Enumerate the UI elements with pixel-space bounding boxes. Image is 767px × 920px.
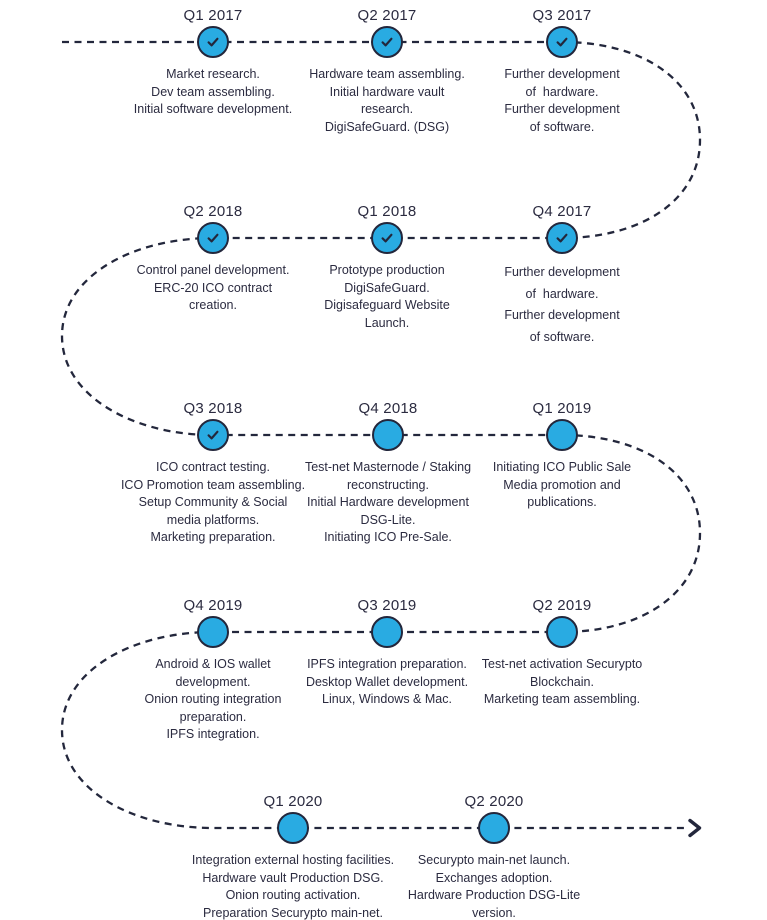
check-icon bbox=[381, 233, 393, 243]
milestone-marker bbox=[197, 419, 229, 451]
check-icon bbox=[207, 430, 219, 440]
milestone-marker bbox=[546, 419, 578, 451]
check-icon bbox=[207, 233, 219, 243]
check-icon bbox=[381, 37, 393, 47]
milestone-marker bbox=[197, 222, 229, 254]
arrow-right-icon bbox=[688, 818, 702, 838]
milestone-description: Integration external hosting facilities.… bbox=[191, 853, 395, 920]
quarter-label: Q1 2019 bbox=[532, 400, 592, 417]
milestone-marker bbox=[371, 616, 403, 648]
quarter-label: Q2 2018 bbox=[183, 203, 243, 220]
quarter-label: Q1 2018 bbox=[357, 203, 417, 220]
milestone-description: Android & IOS wallet development. Onion … bbox=[144, 657, 282, 741]
milestone-marker bbox=[546, 222, 578, 254]
milestone-description: ICO contract testing. ICO Promotion team… bbox=[120, 460, 306, 544]
check-icon bbox=[556, 233, 568, 243]
milestone-marker bbox=[546, 26, 578, 58]
quarter-label: Q1 2020 bbox=[263, 793, 323, 810]
quarter-label: Q2 2020 bbox=[464, 793, 524, 810]
quarter-label: Q4 2018 bbox=[358, 400, 418, 417]
milestone-description: Securypto main-net launch. Exchanges ado… bbox=[407, 853, 581, 920]
quarter-label: Q1 2017 bbox=[183, 7, 243, 24]
milestone-description: IPFS integration preparation. Desktop Wa… bbox=[305, 657, 469, 706]
milestone-description: Initiating ICO Public Sale Media promoti… bbox=[492, 460, 632, 509]
milestone-marker bbox=[197, 26, 229, 58]
milestone-description: Further development of hardware. Further… bbox=[504, 265, 620, 344]
quarter-label: Q4 2019 bbox=[183, 597, 243, 614]
milestone-description: Control panel development. ERC-20 ICO co… bbox=[136, 263, 290, 312]
quarter-label: Q2 2019 bbox=[532, 597, 592, 614]
milestone-description: Further development of hardware. Further… bbox=[504, 67, 620, 134]
quarter-label: Q3 2019 bbox=[357, 597, 417, 614]
quarter-label: Q4 2017 bbox=[532, 203, 592, 220]
milestone-marker bbox=[371, 222, 403, 254]
milestone-description: Test-net activation Securypto Blockchain… bbox=[481, 657, 643, 706]
check-icon bbox=[207, 37, 219, 47]
milestone-description: Market research. Dev team assembling. In… bbox=[133, 67, 293, 116]
quarter-label: Q2 2017 bbox=[357, 7, 417, 24]
milestone-marker bbox=[372, 419, 404, 451]
milestone-marker bbox=[197, 616, 229, 648]
milestone-marker bbox=[371, 26, 403, 58]
quarter-label: Q3 2017 bbox=[532, 7, 592, 24]
milestone-description: Hardware team assembling. Initial hardwa… bbox=[309, 67, 465, 134]
milestone-marker bbox=[478, 812, 510, 844]
quarter-label: Q3 2018 bbox=[183, 400, 243, 417]
milestone-description: Prototype production DigiSafeGuard. Digi… bbox=[324, 263, 450, 330]
milestone-marker bbox=[546, 616, 578, 648]
milestone-description: Test-net Masternode / Staking reconstruc… bbox=[304, 460, 472, 544]
check-icon bbox=[556, 37, 568, 47]
milestone-marker bbox=[277, 812, 309, 844]
timeline-path bbox=[60, 40, 702, 830]
